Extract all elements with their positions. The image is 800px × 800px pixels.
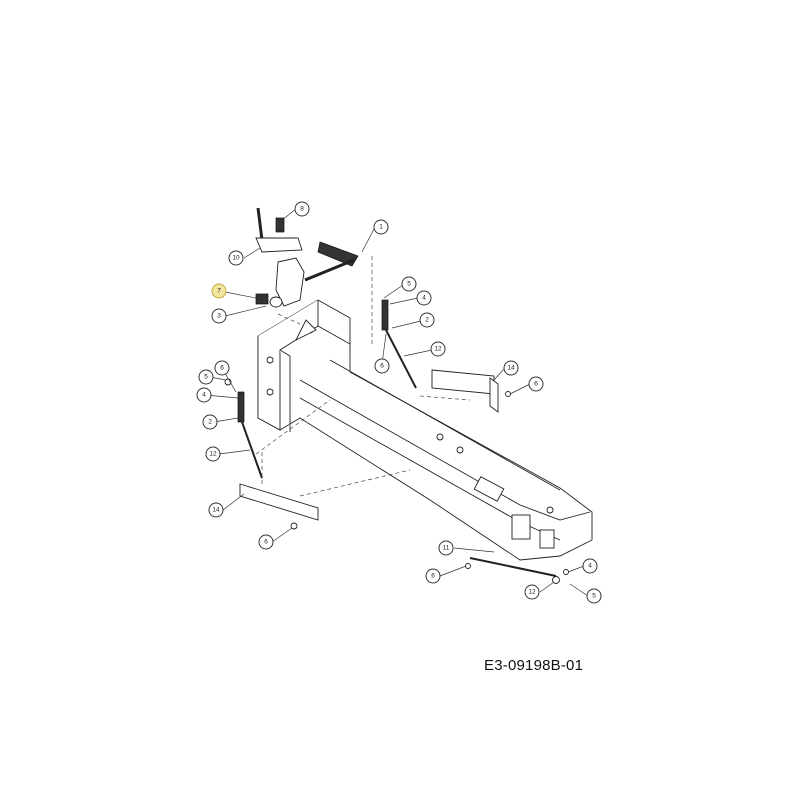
callout-label: 2 [208,419,212,426]
callout-label: 3 [217,313,221,320]
callout-14: 14 [503,360,519,376]
callout-label: 7 [217,288,221,295]
callout-12: 12 [205,446,221,462]
callout-label: 6 [380,363,384,370]
callout-label: 14 [212,507,220,514]
callout-label: 4 [588,563,592,570]
callout-label: 6 [220,365,224,372]
left-linkage [224,378,319,530]
callout-label: 12 [209,451,217,458]
callout-label: 6 [534,381,538,388]
callout-6: 6 [528,376,544,392]
callout-5: 5 [401,276,417,292]
callout-label: 2 [425,317,429,324]
chassis-frame [257,299,593,561]
callout-2: 2 [202,414,218,430]
callout-3: 3 [211,308,227,324]
callout-5: 5 [198,369,214,385]
callout-label: 11 [443,545,450,552]
callout-6: 6 [425,568,441,584]
right-linkage [381,299,511,413]
callout-14: 14 [208,502,224,518]
callout-label: 4 [202,392,206,399]
callout-label: 5 [407,281,411,288]
callout-label: 10 [232,255,240,262]
callout-label: 12 [434,346,442,353]
callout-label: 4 [422,295,426,302]
bottom-rod [465,557,569,584]
brake-pedal-assembly [255,207,359,308]
callout-12: 12 [524,584,540,600]
callout-6: 6 [258,534,274,550]
callout-label: 14 [507,365,515,372]
callout-label: 6 [431,573,435,580]
callout-label: 5 [204,374,208,381]
callout-label: 8 [300,206,304,213]
callout-6: 6 [374,358,390,374]
assembly-guide-lines [255,256,471,497]
callout-1: 1 [373,219,389,235]
callout-4: 4 [582,558,598,574]
callout-12: 12 [430,341,446,357]
callout-5: 5 [586,588,602,604]
drawing-code: E3-09198B-01 [484,657,584,674]
callout-label: 1 [379,224,383,231]
callout-label: 12 [528,589,536,596]
callout-7: 7 [211,283,227,299]
callout-8: 8 [294,201,310,217]
callout-2: 2 [419,312,435,328]
callout-11: 11 [438,540,454,556]
callout-label: 5 [592,593,596,600]
callout-4: 4 [416,290,432,306]
callout-label: 6 [264,539,268,546]
callout-10: 10 [228,250,244,266]
callout-4: 4 [196,387,212,403]
callout-6: 6 [214,360,230,376]
